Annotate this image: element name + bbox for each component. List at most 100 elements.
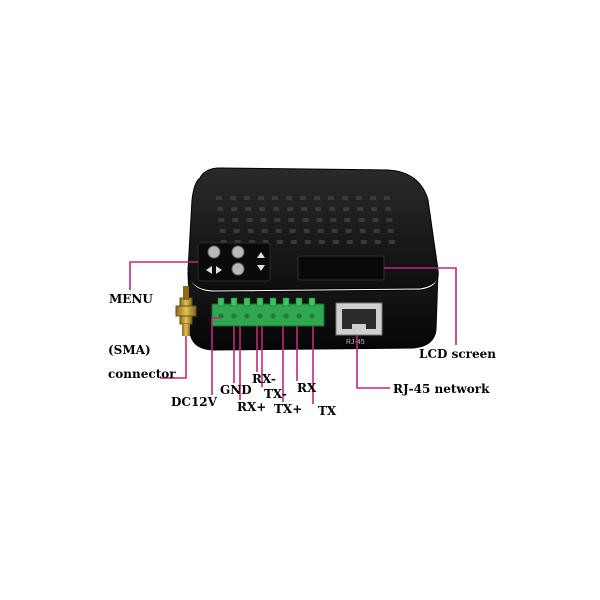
vent-slot xyxy=(332,240,339,244)
vent-slot xyxy=(372,218,379,222)
lcd-window xyxy=(297,255,385,281)
vent-slot xyxy=(276,240,283,244)
vent-slot xyxy=(216,196,222,200)
down-arrow-icon xyxy=(257,265,265,271)
terminal-pin-head xyxy=(269,297,277,307)
vent-slot xyxy=(317,229,324,233)
label-tx-minus: TX- xyxy=(264,387,287,401)
up-arrow-icon xyxy=(257,252,265,258)
vent-slot xyxy=(384,196,390,200)
rj45-socket xyxy=(342,309,376,329)
vent-slot xyxy=(244,196,250,200)
vent-slot xyxy=(386,218,393,222)
vent-slot xyxy=(246,218,253,222)
sma-connector-nut xyxy=(175,305,197,317)
vent-slot xyxy=(218,218,225,222)
vent-slot xyxy=(259,207,266,211)
vent-slot xyxy=(371,207,378,211)
vent-slot xyxy=(230,196,236,200)
label-rj45-network: RJ-45 network xyxy=(393,382,490,396)
label-tx: TX xyxy=(318,404,337,418)
vent-slot xyxy=(300,196,306,200)
vent-slot xyxy=(275,229,282,233)
label-rx-minus: RX- xyxy=(252,372,276,386)
vent-slot xyxy=(356,196,362,200)
vent-slot xyxy=(343,207,350,211)
vent-slot xyxy=(289,229,296,233)
label-dc12v: DC12V xyxy=(171,395,217,409)
vent-slot xyxy=(260,218,267,222)
vent-slot xyxy=(303,229,310,233)
terminal-pin-head xyxy=(217,297,225,307)
label-rx: RX xyxy=(297,381,317,395)
right-arrow-icon xyxy=(216,266,222,274)
vent-slot xyxy=(274,218,281,222)
callout-menu xyxy=(129,261,198,290)
terminal-pin-hole xyxy=(283,313,289,319)
label-gnd: GND xyxy=(220,383,252,397)
terminal-pin-head xyxy=(282,297,290,307)
menu-button-top-left[interactable] xyxy=(207,245,221,259)
vent-slot xyxy=(231,207,238,211)
vent-slot xyxy=(342,196,348,200)
vent-slot xyxy=(234,240,241,244)
callout-lines xyxy=(129,261,457,404)
vent-slot xyxy=(388,240,395,244)
terminal-pin-head xyxy=(256,297,264,307)
vent-slot xyxy=(217,207,224,211)
terminal-pin-head xyxy=(243,297,251,307)
callout-dc12v xyxy=(211,317,221,395)
vent-slot xyxy=(314,196,320,200)
terminal-pin-hole xyxy=(231,313,237,319)
vent-slot xyxy=(272,196,278,200)
menu-button-bottom-right[interactable] xyxy=(231,262,245,276)
menu-button-top-right[interactable] xyxy=(231,245,245,259)
vent-slot xyxy=(220,240,227,244)
vent-slot xyxy=(258,196,264,200)
vent-slot xyxy=(331,229,338,233)
label-lcd-screen: LCD screen xyxy=(419,347,496,361)
vent-slot xyxy=(330,218,337,222)
sma-connector-base xyxy=(182,324,190,336)
rj45-latch xyxy=(352,324,366,329)
vent-slot xyxy=(360,240,367,244)
vent-slot xyxy=(304,240,311,244)
label-rx-plus: RX+ xyxy=(237,400,267,414)
vent-slot xyxy=(370,196,376,200)
vent-grille xyxy=(216,196,395,244)
sma-connector-tip xyxy=(183,286,189,300)
terminal-pin-hole xyxy=(309,313,315,319)
vent-slot xyxy=(245,207,252,211)
vent-slot xyxy=(318,240,325,244)
vent-slot xyxy=(232,218,239,222)
terminal-block xyxy=(211,303,325,327)
label-tx-plus: TX+ xyxy=(274,402,303,416)
vent-slot xyxy=(358,218,365,222)
terminal-pin-hole xyxy=(257,313,263,319)
terminal-pin-hole xyxy=(296,313,302,319)
callout-lcd xyxy=(384,267,457,345)
vent-slot xyxy=(301,207,308,211)
vent-slot xyxy=(387,229,394,233)
vent-slot xyxy=(288,218,295,222)
vent-slot xyxy=(373,229,380,233)
callout-rj45 xyxy=(356,335,390,389)
vent-slot xyxy=(316,218,323,222)
terminal-pin-head xyxy=(230,297,238,307)
label-sma: (SMA) xyxy=(108,343,151,357)
label-connector: connector xyxy=(108,367,176,381)
terminal-pins xyxy=(217,297,316,319)
vent-slot xyxy=(328,196,334,200)
vent-slot xyxy=(290,240,297,244)
vent-slot xyxy=(346,240,353,244)
label-menu: MENU xyxy=(109,292,153,306)
callout-sma xyxy=(160,336,187,379)
vent-slot xyxy=(345,229,352,233)
left-arrow-icon xyxy=(206,266,212,274)
terminal-pin-head xyxy=(295,297,303,307)
vent-slot xyxy=(329,207,336,211)
vent-slot xyxy=(286,196,292,200)
terminal-pin-head xyxy=(308,297,316,307)
